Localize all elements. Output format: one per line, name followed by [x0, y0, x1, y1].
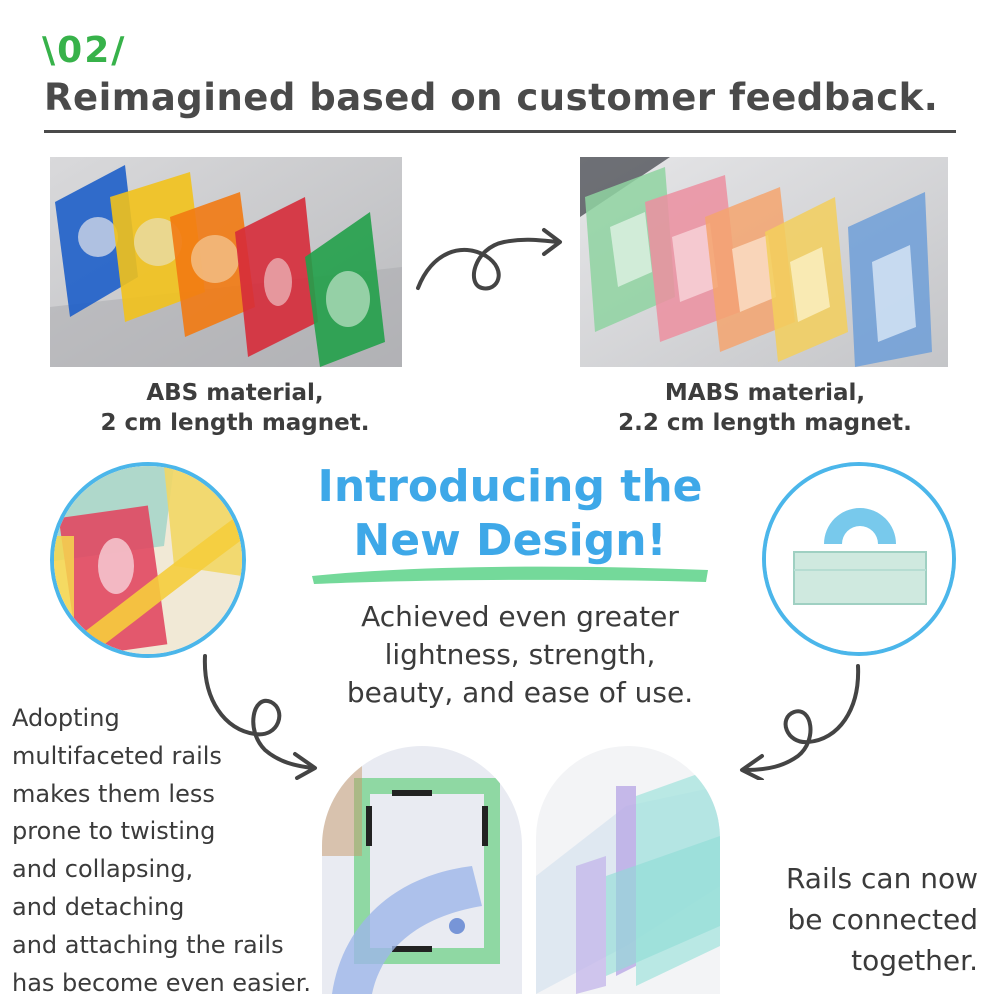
introduction-title-line2: New Design!: [353, 515, 667, 566]
note-line: multifaceted rails: [12, 741, 222, 770]
abs-caption-line1: ABS material,: [146, 380, 324, 406]
connected-rails-closeup-photo: [762, 462, 956, 656]
highlight-brush-stroke: [312, 566, 708, 584]
multifaceted-rails-note: Adopting multifaceted rails makes them l…: [12, 700, 352, 1002]
left-curly-arrow-icon: [202, 654, 317, 780]
note-line: and attaching the rails: [12, 930, 284, 959]
note-line: Adopting: [12, 704, 120, 732]
note-line: and detaching: [12, 892, 185, 921]
mabs-caption-line2: 2.2 cm length magnet.: [618, 410, 912, 436]
benefit-statement: Achieved even greater lightness, strengt…: [300, 598, 740, 712]
note-line: has become even easier.: [12, 968, 311, 997]
mabs-tiles-photo: [580, 157, 948, 367]
note-line: together.: [851, 944, 978, 977]
section-number-badge: \02/: [42, 30, 127, 71]
mabs-caption: MABS material, 2.2 cm length magnet.: [580, 378, 950, 438]
note-line: makes them less: [12, 779, 215, 808]
note-line: prone to twisting: [12, 817, 216, 846]
benefit-line1: Achieved even greater: [361, 600, 679, 633]
abs-caption-line2: 2 cm length magnet.: [100, 410, 370, 436]
note-line: Rails can now: [785, 862, 978, 895]
benefit-line2: lightness, strength,: [384, 638, 656, 671]
benefit-line3: beauty, and ease of use.: [346, 676, 694, 709]
rail-through-tile-photo: [322, 746, 522, 994]
abs-tiles-photo: [50, 157, 402, 367]
right-curly-arrow-icon: [740, 664, 861, 780]
mabs-caption-line1: MABS material,: [664, 380, 866, 406]
connected-rails-note: Rails can now be connected together.: [740, 858, 978, 981]
note-line: be connected: [787, 903, 978, 936]
note-line: and collapsing,: [12, 855, 194, 884]
headline-underline: [44, 130, 956, 133]
introduction-title-line1: Introducing the: [317, 461, 703, 512]
page-headline: Reimagined based on customer feedback.: [44, 76, 939, 119]
introduction-title: Introducing the New Design!: [300, 460, 720, 568]
abs-caption: ABS material, 2 cm length magnet.: [50, 378, 420, 438]
transition-arrow-icon: [416, 228, 562, 291]
connected-rails-photo: [536, 746, 720, 994]
rail-joint-closeup-photo: [50, 462, 246, 658]
